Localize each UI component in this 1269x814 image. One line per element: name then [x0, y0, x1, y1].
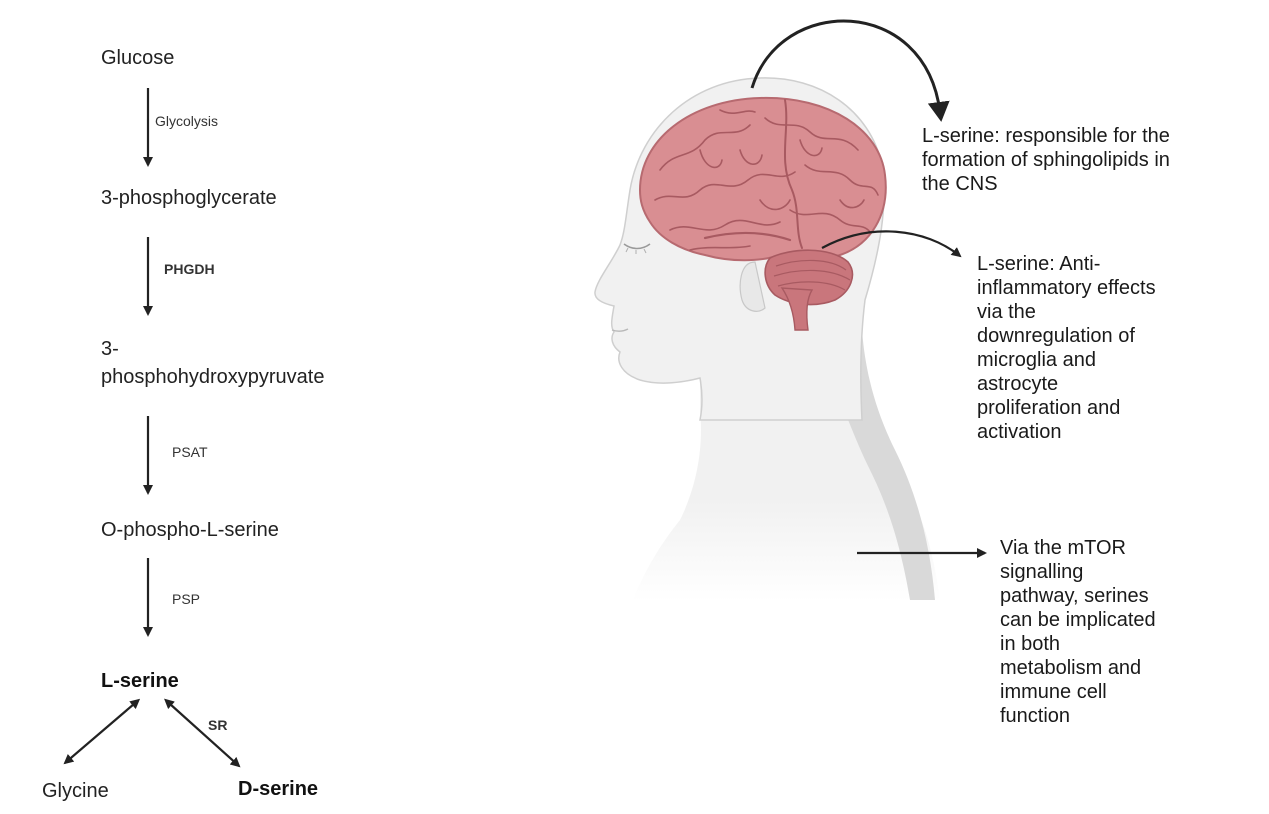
lips: [611, 328, 629, 332]
arrow-l-serine-glycine: [63, 698, 141, 765]
annotation-line: the CNS: [922, 173, 998, 195]
enzyme-sr: SR: [208, 717, 228, 733]
annotation-anti-inflammatory: L-serine: Anti- inflammatory effects via…: [977, 252, 1156, 444]
annotation-line: microglia and: [977, 349, 1096, 371]
metabolite-3-phosphoglycerate: 3-phosphoglycerate: [101, 187, 277, 209]
annotation-line: in both: [1000, 633, 1061, 655]
arrow-sphingolipids: [750, 19, 950, 122]
enzyme-psp: PSP: [172, 591, 201, 607]
brain-folds: [654, 99, 879, 251]
metabolite-3-phosphohydroxypyruvate-line1: 3-: [101, 338, 119, 360]
annotation-line: activation: [977, 421, 1062, 443]
neck-shadow: [800, 330, 935, 600]
annotation-line: signalling: [1000, 561, 1084, 583]
enzyme-glycolysis: Glycolysis: [155, 113, 219, 129]
brainstem: [780, 287, 814, 331]
annotation-line: can be implicated: [1000, 609, 1156, 631]
annotation-line: L-serine: Anti-: [977, 253, 1101, 275]
metabolite-3-phosphohydroxypyruvate-line2: phosphohydroxypyruvate: [101, 366, 325, 388]
metabolite-d-serine: D-serine: [238, 778, 319, 800]
closed-eye: [623, 243, 651, 250]
enzyme-phgdh: PHGDH: [164, 261, 215, 277]
metabolite-glycine: Glycine: [42, 780, 109, 802]
enzyme-psat: PSAT: [172, 444, 208, 460]
arrow-l-serine-d-serine: [164, 698, 241, 768]
annotation-line: astrocyte: [977, 373, 1059, 395]
metabolite-glucose: Glucose: [101, 47, 175, 69]
annotation-line: formation of sphingolipids in: [922, 149, 1170, 171]
annotation-line: function: [1000, 705, 1071, 727]
head-illustration: [594, 77, 940, 602]
arrow-anti-inflammatory: [821, 230, 962, 258]
annotation-line: L-serine: responsible for the: [922, 125, 1170, 147]
annotation-line: downregulation of: [977, 325, 1135, 347]
annotation-line: inflammatory effects: [977, 277, 1156, 299]
metabolite-o-phospho-l-serine: O-phospho-L-serine: [101, 519, 279, 541]
annotation-line: metabolism and: [1000, 657, 1142, 679]
annotation-line: immune cell: [1000, 681, 1107, 703]
metabolite-l-serine: L-serine: [101, 670, 179, 692]
annotation-line: proliferation and: [977, 397, 1121, 419]
annotation-mtor: Via the mTOR signalling pathway, serines…: [1000, 536, 1156, 728]
annotation-line: via the: [977, 301, 1036, 323]
annotation-sphingolipids: L-serine: responsible for the formation …: [922, 124, 1170, 196]
annotation-line: pathway, serines: [1000, 585, 1149, 607]
annotation-line: Via the mTOR: [1000, 537, 1126, 559]
ear: [739, 261, 766, 312]
